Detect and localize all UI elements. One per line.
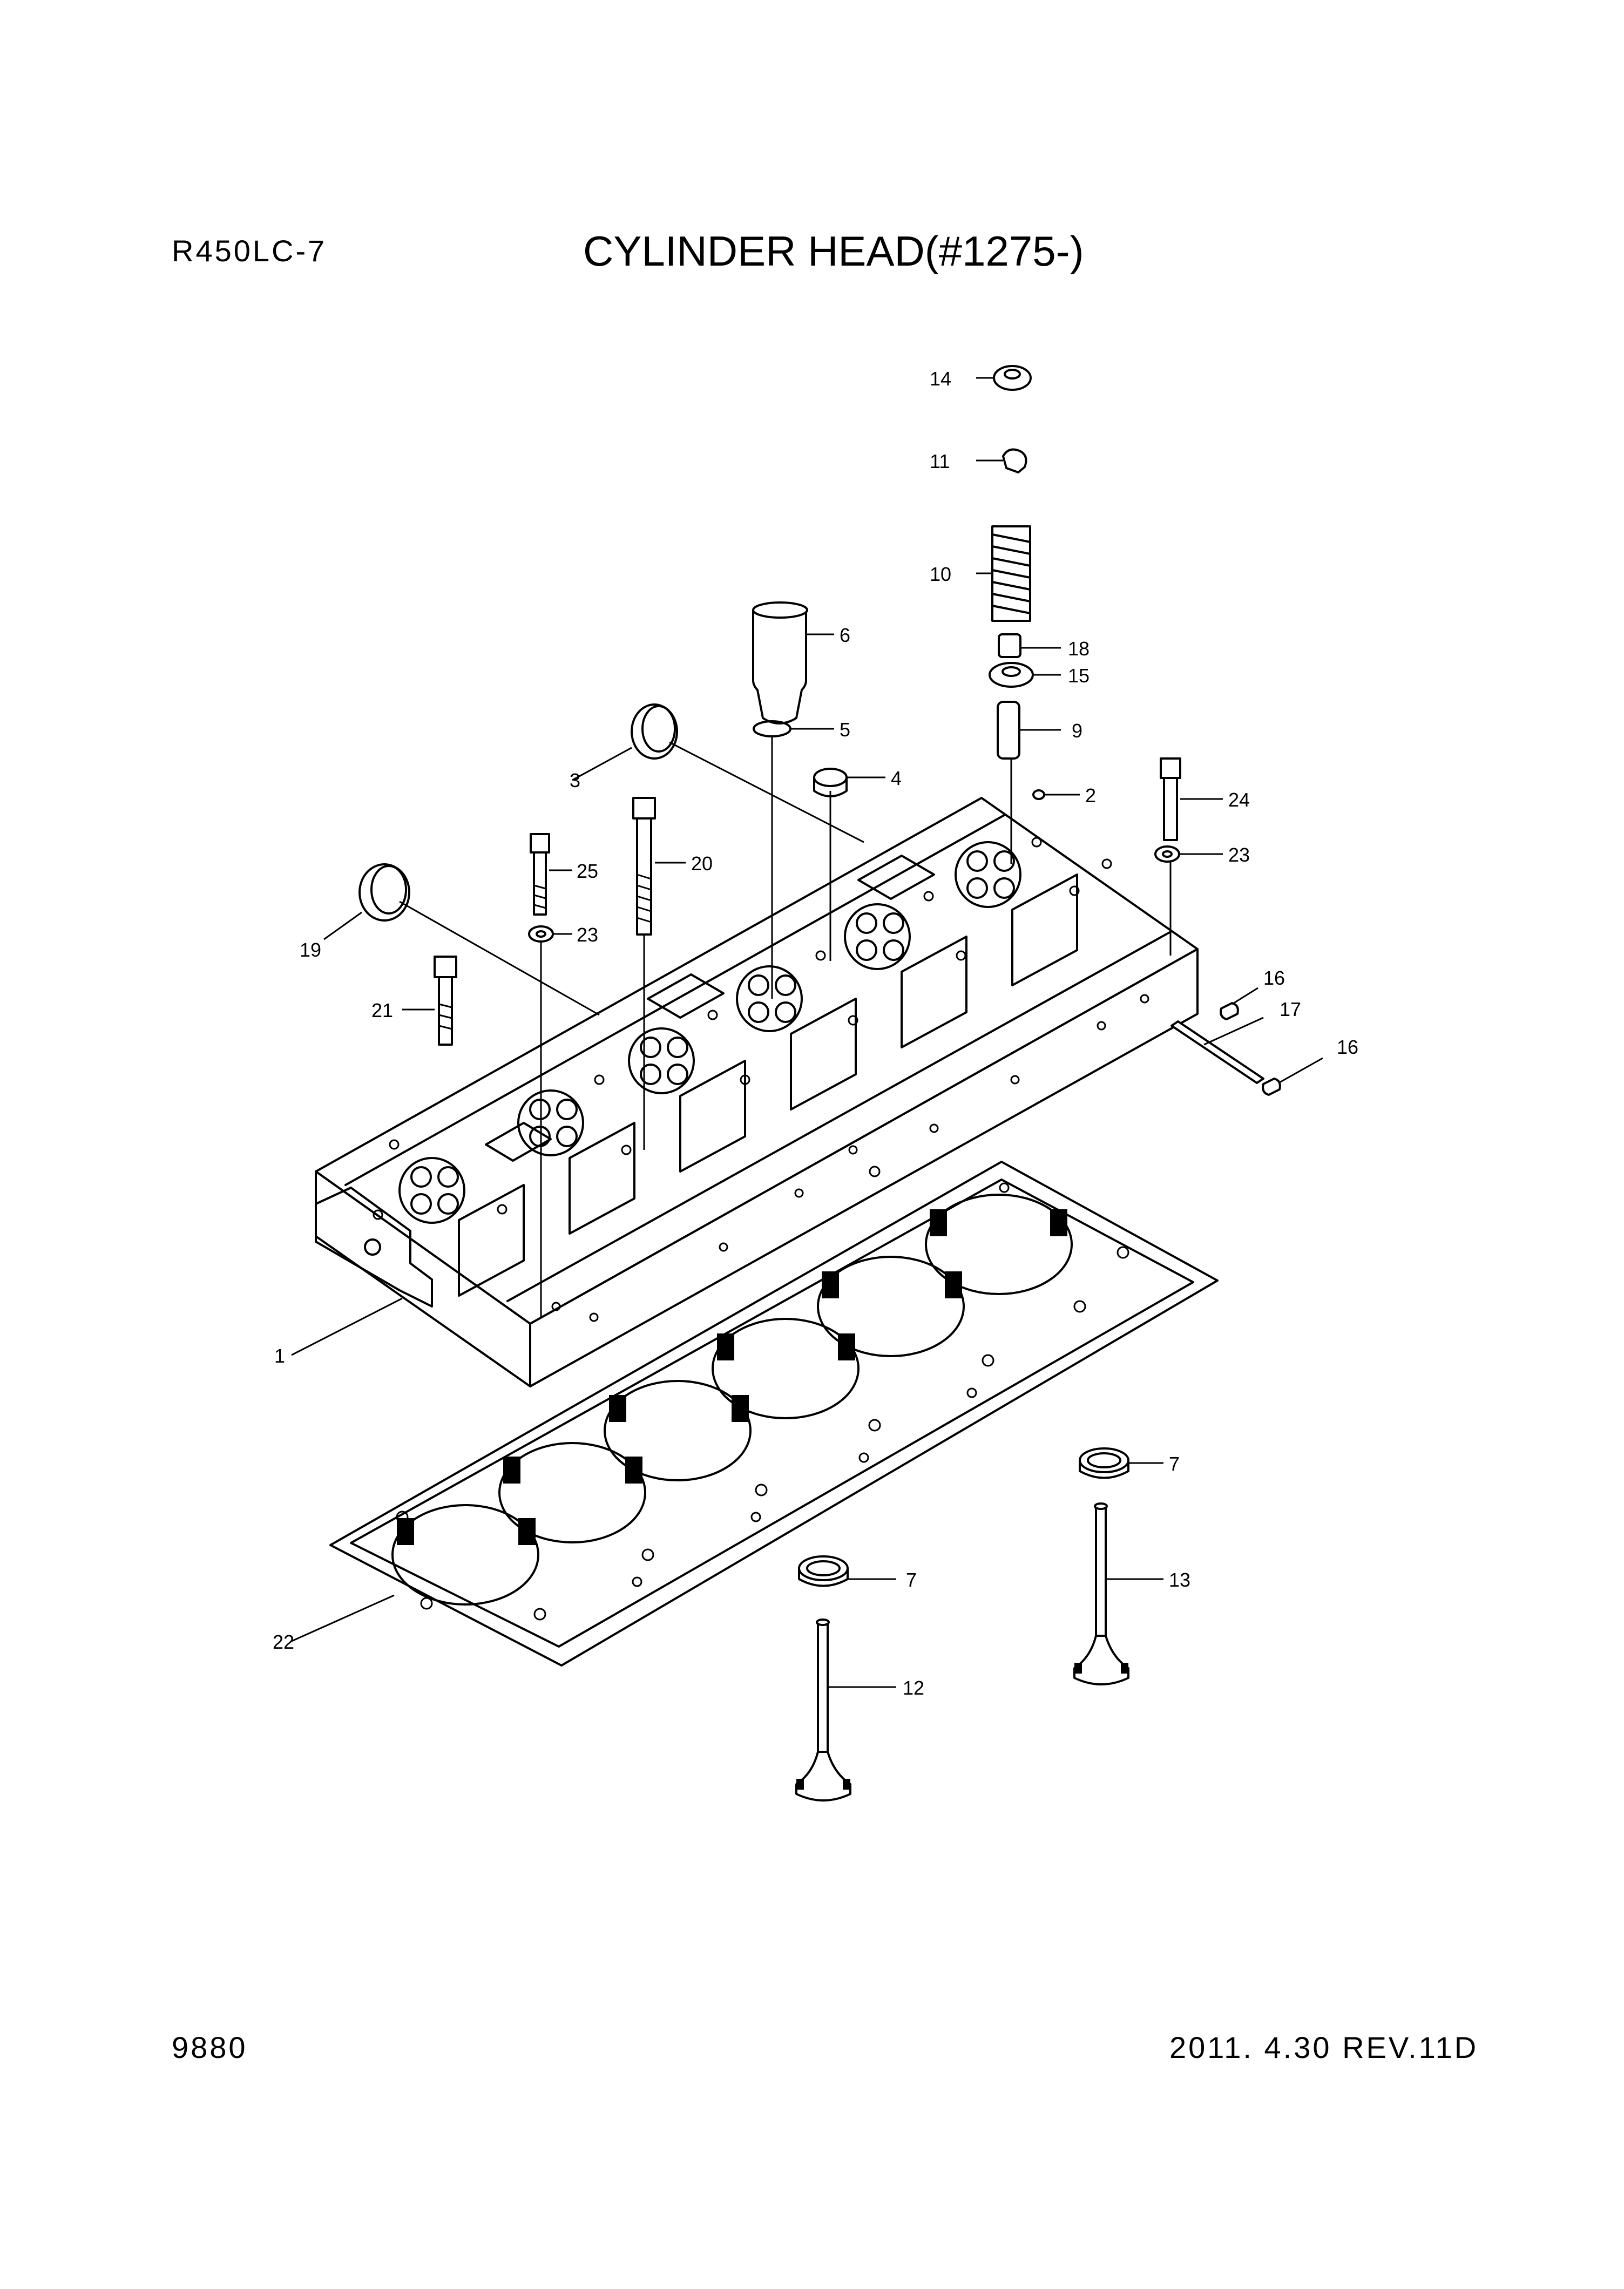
bolt-25 <box>530 833 550 916</box>
bolt-21 <box>434 956 457 1046</box>
injector-sleeve <box>752 601 808 724</box>
callout-25: 25 <box>577 860 598 882</box>
callout-10: 10 <box>930 563 951 585</box>
callout-7-upper: 7 <box>1169 1453 1180 1475</box>
washer-23-right <box>1154 845 1180 863</box>
callout-18: 18 <box>1068 638 1090 660</box>
callout-16-lower: 16 <box>1337 1036 1358 1058</box>
intake-valve <box>795 1618 851 1802</box>
pin-17 <box>1170 1020 1264 1084</box>
callout-6: 6 <box>840 624 850 646</box>
callout-labels: 11 14 10 18 15 9 6 5 4 2 24 23 20 25 23 … <box>273 368 1358 1699</box>
washer-23-left <box>528 925 554 943</box>
callout-15: 15 <box>1068 665 1090 687</box>
callout-4: 4 <box>891 767 902 789</box>
exhaust-valve <box>1073 1502 1129 1685</box>
callout-21: 21 <box>371 999 393 1021</box>
plug-16-lower <box>1262 1078 1281 1096</box>
callout-11: 12 <box>903 1677 924 1699</box>
callout-2: 2 <box>1085 784 1096 807</box>
callout-1: 1 <box>274 1345 285 1367</box>
callout-17: 17 <box>1280 998 1301 1020</box>
model-code: R450LC-7 <box>172 234 327 268</box>
leader-lines <box>291 377 1323 1688</box>
small-plug <box>1032 789 1045 800</box>
callout-7-lower: 7 <box>906 1569 917 1591</box>
valve-guide <box>997 701 1020 760</box>
callout-14: 14 <box>930 368 951 390</box>
cylinder-head-block <box>315 797 1199 1387</box>
valve-stem-seal <box>998 633 1021 658</box>
spring-seat <box>989 662 1034 688</box>
callout-16-upper: 16 <box>1263 967 1285 989</box>
valve-spring <box>991 525 1031 622</box>
bolt-24 <box>1160 757 1181 841</box>
page-title: CYLINDER HEAD(#1275-) <box>583 227 1084 275</box>
valve-seat-insert-upper <box>1079 1447 1129 1479</box>
revision-date: 2011. 4.30 REV.11D <box>1169 2030 1479 2064</box>
valve-collet <box>1002 448 1027 473</box>
callout-12: 11 <box>930 450 950 472</box>
callout-23-right: 23 <box>1228 844 1250 866</box>
page-number: 9880 <box>172 2030 248 2064</box>
head-gasket <box>329 1161 1219 1667</box>
bolt-20 <box>632 797 656 936</box>
callout-19: 19 <box>300 939 321 961</box>
callout-13: 13 <box>1169 1569 1190 1591</box>
expansion-plug-large <box>631 703 678 760</box>
callout-20: 20 <box>691 852 713 875</box>
callout-3: 3 <box>570 769 580 791</box>
o-ring <box>753 720 791 737</box>
callout-5: 5 <box>840 719 850 741</box>
callout-22: 22 <box>273 1631 294 1653</box>
callout-24: 24 <box>1228 789 1250 811</box>
spring-retainer <box>993 365 1032 391</box>
callout-23-left: 23 <box>577 924 598 946</box>
seal-ring <box>813 768 848 797</box>
valve-seat-insert-lower <box>798 1555 849 1587</box>
plug-16-upper <box>1220 1002 1239 1020</box>
callout-9: 9 <box>1072 720 1082 742</box>
expansion-plug-small <box>358 863 410 922</box>
